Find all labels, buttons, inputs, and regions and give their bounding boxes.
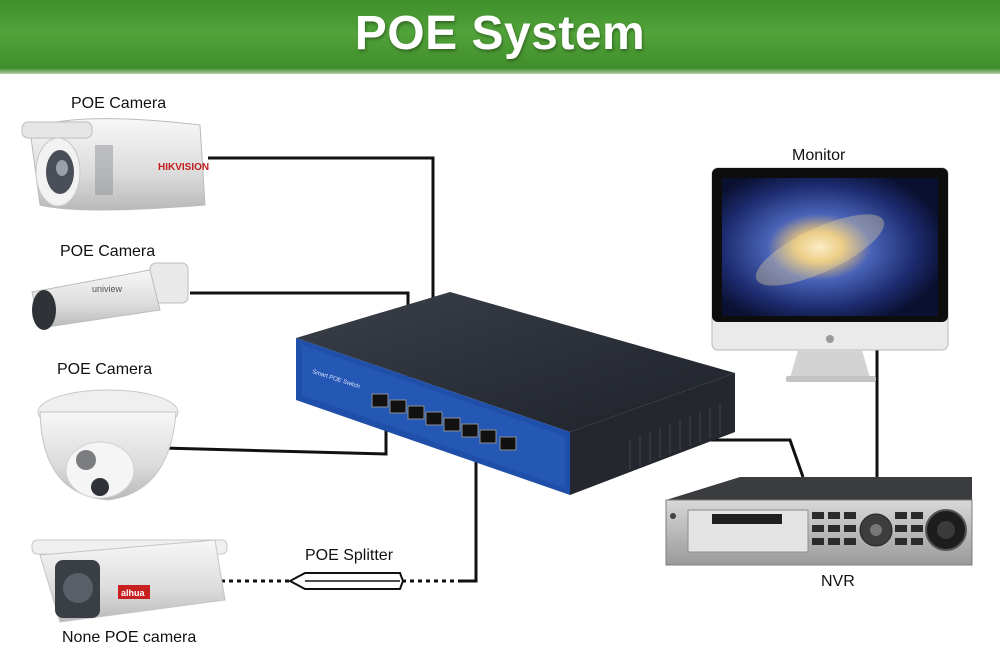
poe-switch-icon: Smart POE Switch	[296, 292, 735, 495]
camera1-brand-text: HIKVISION	[158, 162, 209, 173]
page-title: POE System	[354, 7, 646, 60]
title-banner: POE System	[0, 0, 1000, 74]
label-monitor: Monitor	[792, 147, 846, 164]
label-poe-camera-3: POE Camera	[57, 361, 153, 378]
cable-switch-splitter	[462, 455, 478, 583]
poe-camera-3-icon	[37, 389, 179, 501]
camera4-brand-text: alhua	[121, 588, 146, 598]
poe-camera-2-icon: uniview	[31, 262, 189, 330]
poe-splitter-icon	[287, 572, 405, 590]
camera2-brand-text: uniview	[92, 284, 123, 294]
none-poe-camera-icon: alhua	[31, 539, 228, 623]
monitor-icon	[711, 167, 949, 382]
poe-camera-1-icon: HIKVISION	[21, 118, 209, 211]
label-none-poe-camera: None POE camera	[62, 629, 197, 646]
label-poe-camera-1: POE Camera	[71, 95, 167, 112]
switch-ports	[371, 393, 517, 451]
nvr-icon	[665, 477, 973, 566]
label-poe-splitter: POE Splitter	[305, 547, 394, 564]
label-poe-camera-2: POE Camera	[60, 243, 156, 260]
label-nvr: NVR	[821, 573, 855, 590]
